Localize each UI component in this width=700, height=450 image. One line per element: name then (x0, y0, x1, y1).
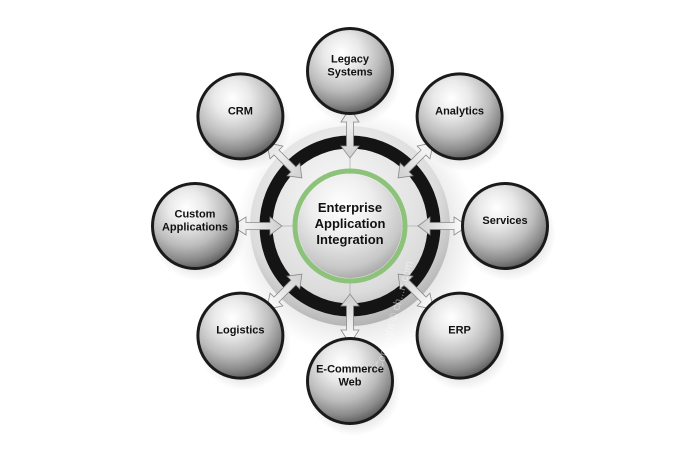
label-line: Legacy (331, 54, 370, 66)
node-label-logistics: Logistics (216, 325, 264, 337)
connector-arrow-services (417, 216, 469, 236)
node-sphere (418, 294, 501, 377)
node-label-services: Services (482, 215, 527, 227)
node-sphere (199, 75, 282, 158)
connector-arrow-analytics (397, 142, 434, 179)
node-sphere (154, 185, 236, 267)
label-line: E-Commerce (316, 364, 384, 376)
node-sphere (418, 75, 501, 158)
connector-arrow-erp (397, 273, 434, 310)
label-line: Analytics (435, 105, 484, 117)
node-analytics: Analytics (415, 72, 511, 172)
node-sphere (309, 30, 391, 112)
hub-green-ring (292, 168, 408, 284)
label-line: Enterprise (318, 200, 382, 215)
node-erp: ERP (415, 291, 511, 391)
label-line: Integration (316, 232, 383, 247)
label-line: Systems (327, 67, 372, 79)
label-line: Applications (162, 222, 228, 234)
label-line: Services (482, 215, 527, 227)
label-line: Application (315, 216, 386, 231)
connector-arrow-logistics (266, 273, 303, 310)
node-sphere (464, 185, 546, 267)
node-services: Services (461, 182, 556, 281)
node-label-erp: ERP (448, 325, 471, 337)
node-label-analytics: Analytics (435, 105, 484, 117)
hub-center-disc (298, 174, 402, 278)
label-line: Logistics (216, 325, 264, 337)
label-line: CRM (228, 105, 253, 117)
label-line: Web (338, 377, 361, 389)
node-crm: CRM (196, 72, 292, 172)
connector-arrow-e-commerce-web (340, 293, 360, 345)
node-logistics: Logistics (196, 291, 292, 391)
node-label-crm: CRM (228, 105, 253, 117)
label-line: ERP (448, 325, 471, 337)
node-sphere (309, 340, 391, 422)
node-sphere (199, 294, 282, 377)
label-line: Custom (175, 209, 216, 221)
